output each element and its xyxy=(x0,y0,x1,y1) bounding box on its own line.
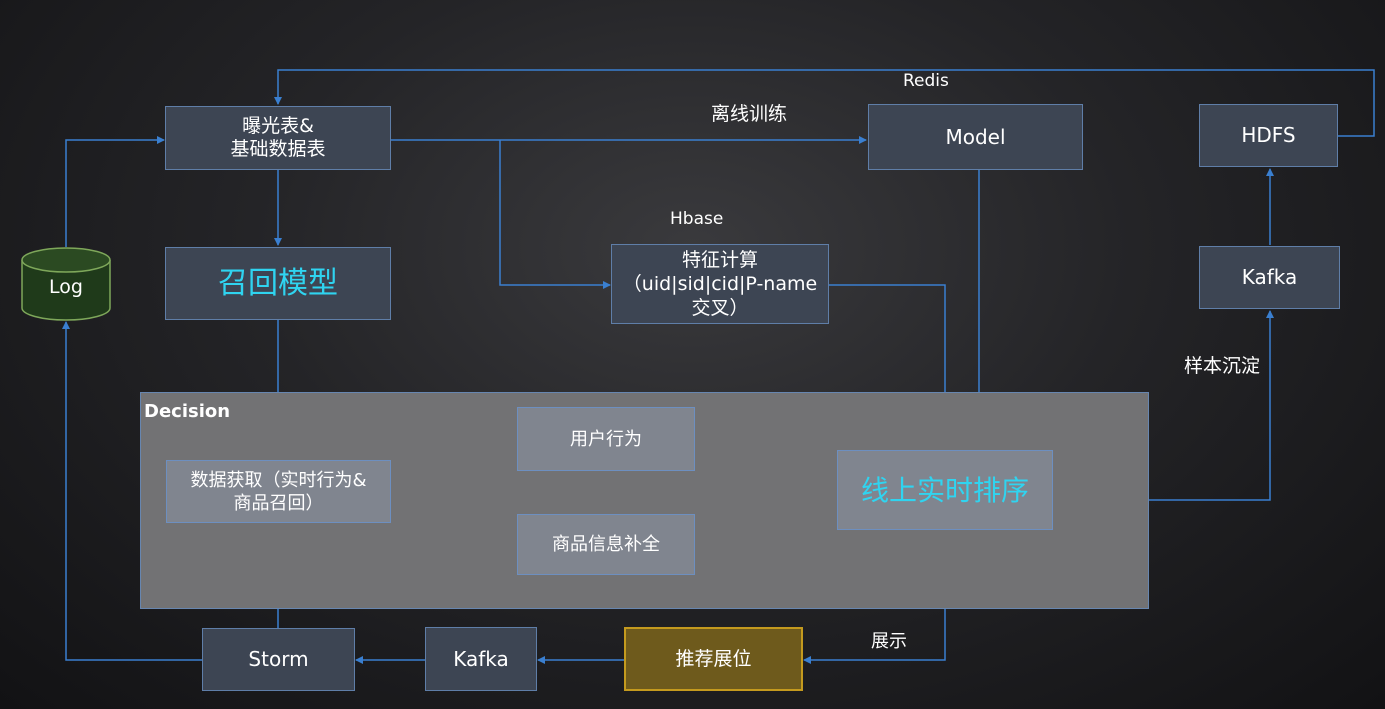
data-fetch-line-2: 商品召回） xyxy=(233,492,324,514)
edge-storm-to-log xyxy=(62,321,202,661)
online-rank-node: 线上实时排序 xyxy=(837,450,1053,530)
user-behavior-node: 用户行为 xyxy=(517,407,695,471)
exposure-line-2: 基础数据表 xyxy=(230,138,326,160)
hdfs-label: HDFS xyxy=(1241,123,1296,147)
edge-rank-to-kafka xyxy=(1149,310,1274,501)
decision-title: Decision xyxy=(144,401,231,422)
feature-line-2: （uid|sid|cid|P-name xyxy=(622,273,818,295)
sample-settle-label: 样本沉淀 xyxy=(1184,355,1261,377)
edge-exposure-to-feature xyxy=(499,140,611,289)
log-label: Log xyxy=(49,276,83,298)
feature-line-3: 交叉） xyxy=(691,297,749,319)
storm-label: Storm xyxy=(248,647,309,671)
data-fetch-line-1: 数据获取（实时行为& xyxy=(190,469,367,491)
product-info-node: 商品信息补全 xyxy=(517,514,695,575)
data-fetch-node: 数据获取（实时行为& 商品召回） xyxy=(166,460,391,523)
recommendation-slot-label: 推荐展位 xyxy=(675,647,752,670)
kafka-bottom-node: Kafka xyxy=(425,627,537,691)
kafka-top-label: Kafka xyxy=(1241,265,1298,289)
kafka-bottom-label: Kafka xyxy=(453,646,509,671)
kafka-top-node: Kafka xyxy=(1199,246,1340,309)
feature-line-1: 特征计算 xyxy=(681,249,758,271)
storm-node: Storm xyxy=(202,628,355,691)
recall-model-node: 召回模型 xyxy=(165,247,391,320)
product-info-label: 商品信息补全 xyxy=(552,534,660,555)
hbase-label: Hbase xyxy=(670,209,724,229)
exposure-table-node: 曝光表& 基础数据表 xyxy=(165,106,391,170)
model-label: Model xyxy=(945,124,1006,149)
model-node: Model xyxy=(868,104,1083,170)
recommendation-slot-node: 推荐展位 xyxy=(624,627,803,691)
recall-model-label: 召回模型 xyxy=(218,266,338,301)
edge-hdfs-to-exposure xyxy=(274,69,1375,137)
exposure-line-1: 曝光表& xyxy=(242,115,314,137)
feature-calc-node: 特征计算 （uid|sid|cid|P-name 交叉） xyxy=(611,244,829,324)
user-behavior-label: 用户行为 xyxy=(570,428,642,450)
edge-log-to-exposure xyxy=(65,136,165,247)
display-label: 展示 xyxy=(871,631,907,652)
redis-label: Redis xyxy=(903,71,949,91)
log-cylinder-shape xyxy=(21,247,111,321)
online-rank-label: 线上实时排序 xyxy=(860,473,1029,507)
offline-training-label: 离线训练 xyxy=(711,103,788,125)
hdfs-node: HDFS xyxy=(1199,104,1338,167)
